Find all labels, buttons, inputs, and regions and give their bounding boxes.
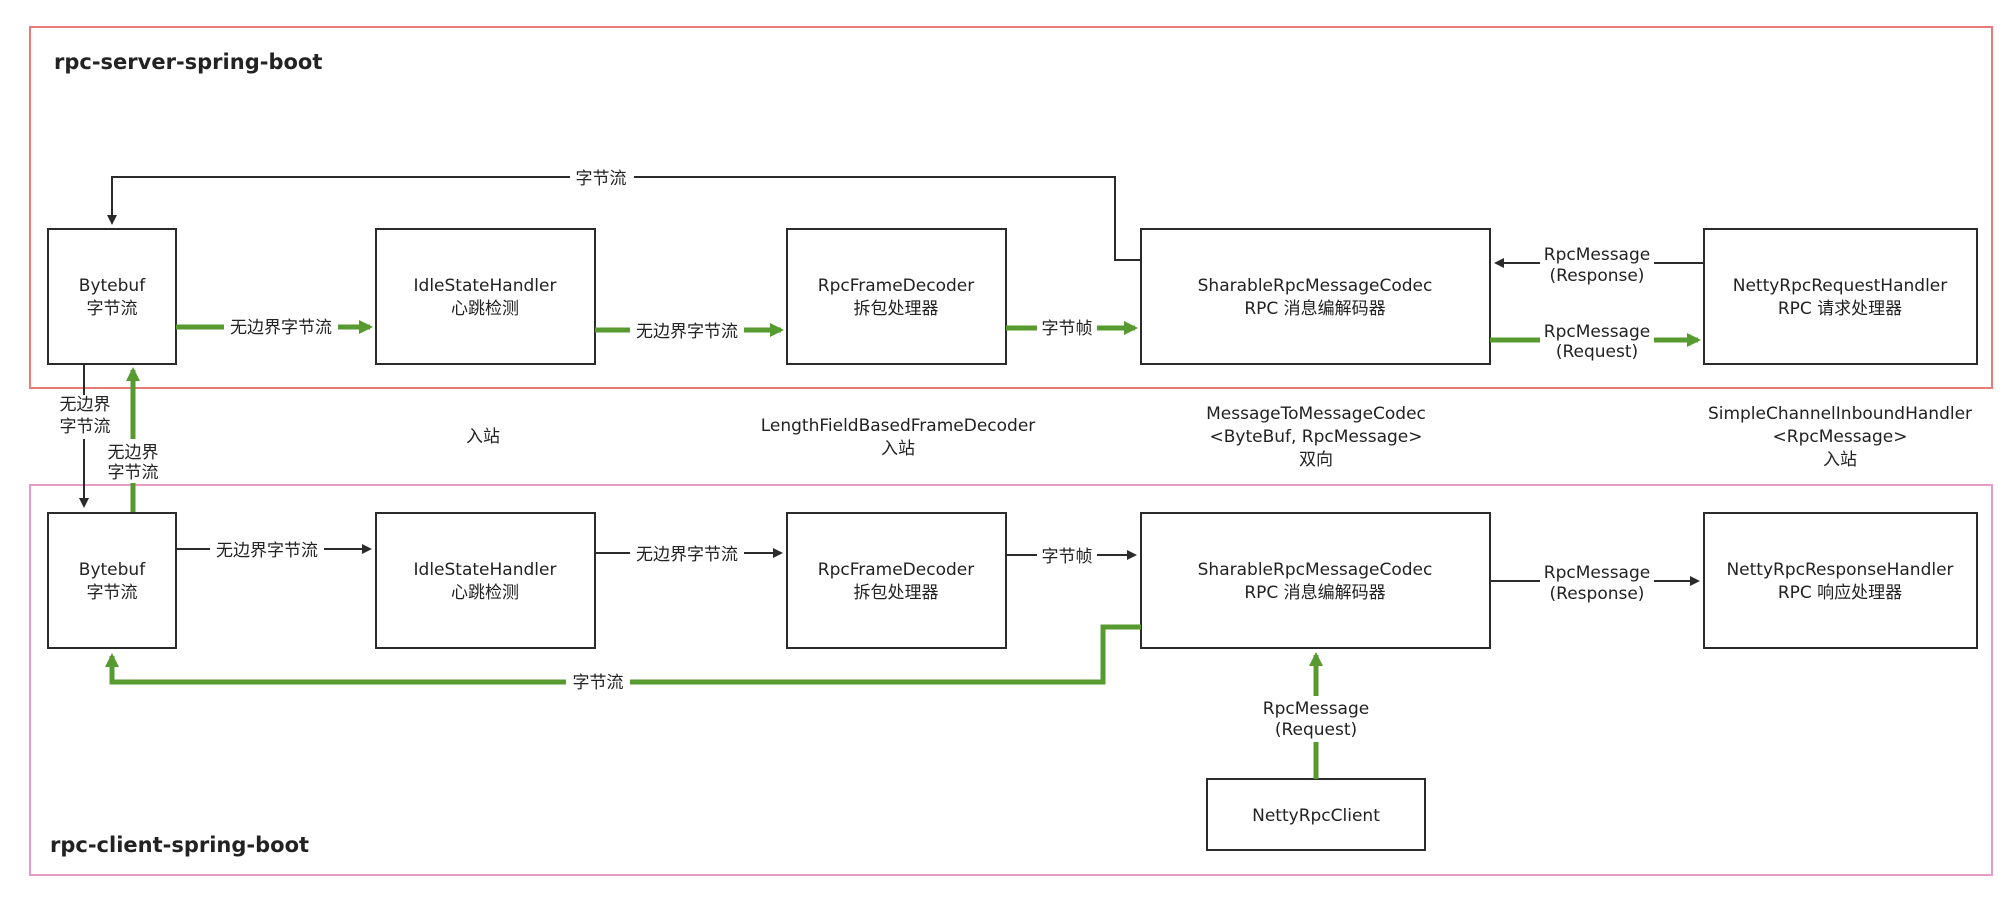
server-edge-handler-codec-label-1: RpcMessage (1544, 245, 1650, 265)
client-codec-desc: RPC 消息编解码器 (1244, 583, 1385, 603)
server-edge-codec-handler-label-1: RpcMessage (1544, 322, 1650, 342)
server-edge-bytebuf-idle: 无边界字节流 (176, 315, 373, 339)
netty-rpc-client-node: NettyRpcClient (1206, 778, 1426, 851)
cross-edge-server-to-client: 无边界 字节流 (56, 364, 114, 508)
client-idle-handler-desc: 心跳检测 (451, 583, 519, 603)
client-codec-node: SharableRpcMessageCodec RPC 消息编解码器 (1140, 512, 1491, 649)
client-edge-codec-bytebuf: 字节流 (105, 624, 1141, 694)
client-section-title: rpc-client-spring-boot (50, 833, 309, 857)
server-frame-decoder-name: RpcFrameDecoder (818, 276, 974, 296)
server-edge-codec-handler: RpcMessage (Request) (1490, 319, 1701, 363)
client-edge-idle-frame-label: 无边界字节流 (636, 545, 738, 565)
client-edge-codec-bytebuf-label: 字节流 (573, 673, 624, 693)
cross-edge-client-to-server: 无边界 字节流 (104, 367, 162, 513)
server-request-handler-node: NettyRpcRequestHandler RPC 请求处理器 (1703, 228, 1978, 365)
cross-edge-client-to-server-label-2: 字节流 (108, 463, 159, 483)
server-bytebuf-node: Bytebuf 字节流 (47, 228, 177, 365)
codec-note-3: 双向 (1299, 450, 1333, 470)
client-response-handler-name: NettyRpcResponseHandler (1726, 560, 1953, 580)
server-edge-idle-frame: 无边界字节流 (595, 318, 784, 342)
client-edge-rpcclient-codec: RpcMessage (Request) (1258, 652, 1374, 779)
server-edge-handler-codec: RpcMessage (Response) (1494, 242, 1704, 286)
server-frame-decoder-node: RpcFrameDecoder 拆包处理器 (786, 228, 1007, 365)
codec-note-1: MessageToMessageCodec (1206, 404, 1426, 424)
client-section (29, 484, 1993, 876)
client-response-handler-desc: RPC 响应处理器 (1778, 583, 1902, 603)
client-edge-bytebuf-idle-label: 无边界字节流 (216, 541, 318, 561)
client-codec-name: SharableRpcMessageCodec (1198, 560, 1433, 580)
cross-edge-client-to-server-label-1: 无边界 (108, 443, 159, 463)
netty-rpc-client-name: NettyRpcClient (1252, 806, 1380, 826)
server-idle-handler-name: IdleStateHandler (414, 276, 557, 296)
frame-decoder-note-2: 入站 (881, 439, 915, 459)
client-bytebuf-node: Bytebuf 字节流 (47, 512, 177, 649)
handler-note-3: 入站 (1823, 450, 1857, 470)
client-bytebuf-name: Bytebuf (79, 560, 146, 580)
client-bytebuf-desc: 字节流 (87, 583, 138, 603)
client-frame-decoder-desc: 拆包处理器 (854, 583, 939, 603)
server-edge-handler-codec-label-2: (Response) (1550, 266, 1645, 286)
client-edge-codec-handler-label-2: (Response) (1550, 584, 1645, 604)
server-codec-desc: RPC 消息编解码器 (1244, 299, 1385, 319)
client-response-handler-node: NettyRpcResponseHandler RPC 响应处理器 (1703, 512, 1978, 649)
handler-note-2: <RpcMessage> (1773, 427, 1908, 447)
client-frame-decoder-node: RpcFrameDecoder 拆包处理器 (786, 512, 1007, 649)
server-edge-frame-codec-label: 字节帧 (1042, 319, 1093, 339)
server-bytebuf-name: Bytebuf (79, 276, 146, 296)
server-idle-handler-node: IdleStateHandler 心跳检测 (375, 228, 596, 365)
idle-handler-note: 入站 (466, 427, 500, 447)
client-frame-decoder-name: RpcFrameDecoder (818, 560, 974, 580)
server-section (29, 26, 1993, 389)
server-edge-codec-handler-label-2: (Request) (1556, 342, 1638, 362)
codec-note-2: <ByteBuf, RpcMessage> (1209, 427, 1422, 447)
client-edge-frame-codec-label: 字节帧 (1042, 547, 1093, 567)
server-frame-decoder-desc: 拆包处理器 (854, 299, 939, 319)
handler-note-1: SimpleChannelInboundHandler (1708, 404, 1972, 424)
client-idle-handler-name: IdleStateHandler (414, 560, 557, 580)
cross-edge-server-to-client-label-2: 字节流 (60, 417, 111, 437)
cross-edge-server-to-client-label-1: 无边界 (60, 395, 111, 415)
server-request-handler-name: NettyRpcRequestHandler (1733, 276, 1948, 296)
server-edge-bytebuf-idle-label: 无边界字节流 (230, 318, 332, 338)
server-edge-codec-bytebuf: 字节流 (107, 166, 1141, 261)
server-codec-name: SharableRpcMessageCodec (1198, 276, 1433, 296)
server-codec-node: SharableRpcMessageCodec RPC 消息编解码器 (1140, 228, 1491, 365)
server-edge-idle-frame-label: 无边界字节流 (636, 322, 738, 342)
server-bytebuf-desc: 字节流 (87, 299, 138, 319)
client-edge-codec-handler: RpcMessage (Response) (1490, 560, 1700, 604)
client-edge-bytebuf-idle: 无边界字节流 (176, 537, 372, 561)
client-edge-codec-handler-label-1: RpcMessage (1544, 563, 1650, 583)
client-edge-idle-frame: 无边界字节流 (595, 541, 783, 565)
client-idle-handler-node: IdleStateHandler 心跳检测 (375, 512, 596, 649)
frame-decoder-note-1: LengthFieldBasedFrameDecoder (761, 416, 1036, 436)
client-edge-rpcclient-codec-label-1: RpcMessage (1263, 699, 1369, 719)
server-edge-frame-codec: 字节帧 (1006, 316, 1138, 340)
client-edge-frame-codec: 字节帧 (1006, 543, 1137, 567)
server-idle-handler-desc: 心跳检测 (451, 299, 519, 319)
client-edge-rpcclient-codec-label-2: (Request) (1275, 720, 1357, 740)
server-section-title: rpc-server-spring-boot (54, 50, 322, 74)
server-request-handler-desc: RPC 请求处理器 (1778, 299, 1902, 319)
server-edge-codec-bytebuf-label: 字节流 (576, 169, 627, 189)
